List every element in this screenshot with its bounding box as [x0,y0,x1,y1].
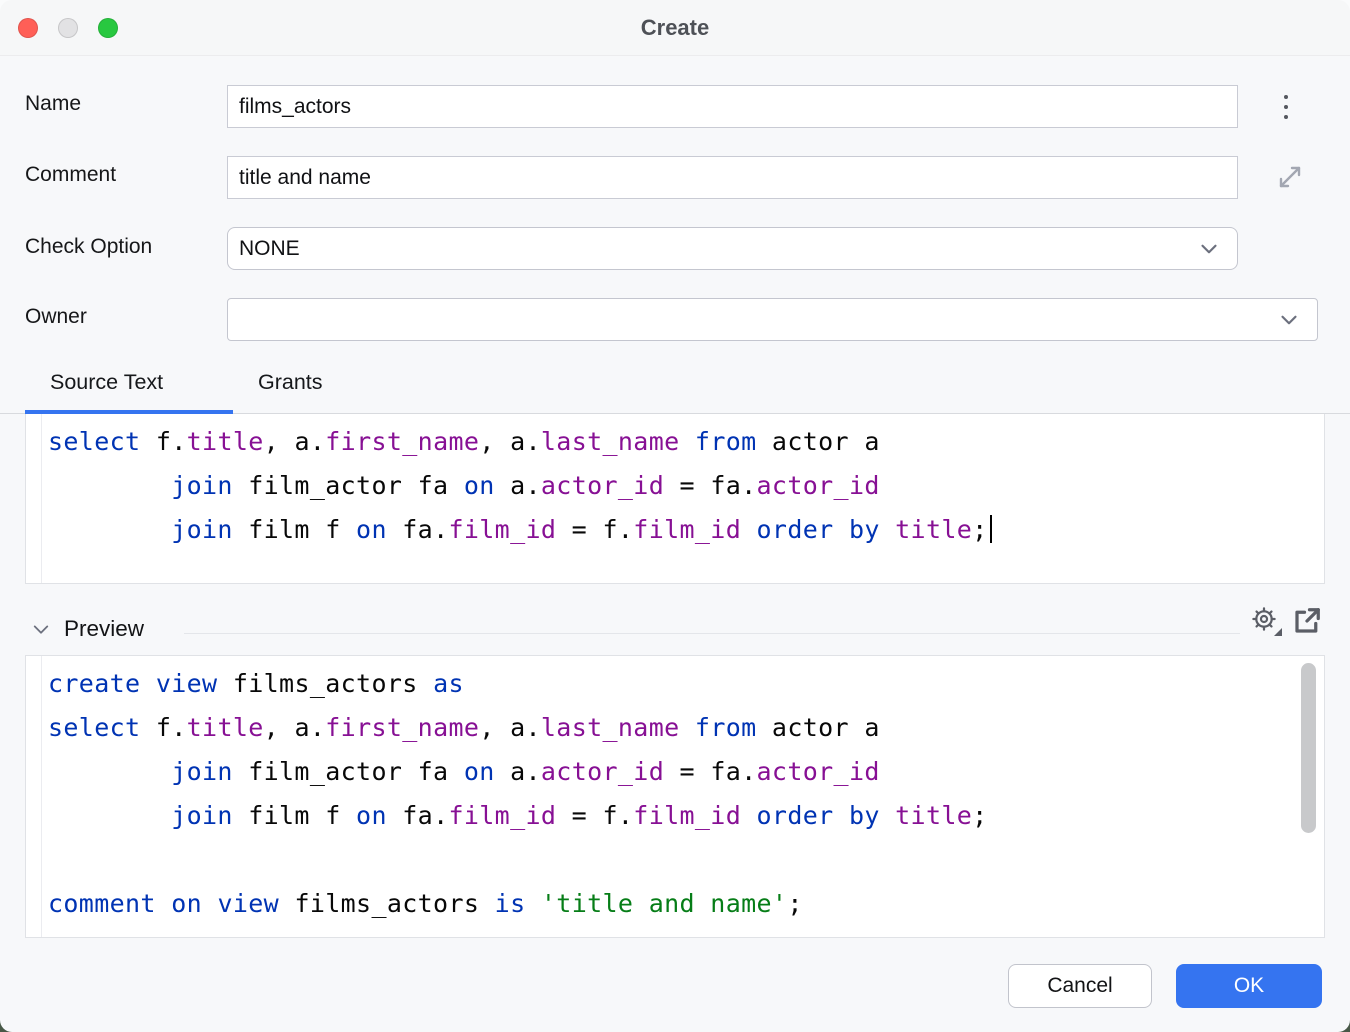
editor-gutter [26,414,42,583]
name-input[interactable]: films_actors [227,85,1238,128]
comment-input[interactable]: title and name [227,156,1238,199]
comment-label: Comment [25,163,117,186]
cancel-button[interactable]: Cancel [1008,964,1152,1008]
tabs-divider [0,413,1350,414]
active-tab-underline [25,410,233,414]
check-option-select[interactable]: NONE [227,227,1238,270]
tab-source-text[interactable]: Source Text [50,370,164,394]
close-window-icon[interactable] [18,18,38,38]
name-input-value: films_actors [239,94,352,118]
preview-scrollbar-thumb[interactable] [1301,663,1316,833]
check-option-value: NONE [239,236,300,260]
check-option-chevron-down-icon [1196,236,1222,262]
preview-title: Preview [64,616,145,641]
preview-divider [184,633,1240,634]
comment-input-value: title and name [239,165,371,189]
owner-label: Owner [25,305,87,328]
check-option-label: Check Option [25,235,153,258]
tab-grants[interactable]: Grants [258,370,323,394]
owner-select[interactable] [227,298,1318,341]
minimize-window-icon [58,18,78,38]
open-in-new-window-icon[interactable] [1292,606,1322,636]
kebab-menu-icon[interactable] [1272,90,1300,124]
name-label: Name [25,92,82,115]
zoom-window-icon[interactable] [98,18,118,38]
preview-gutter [26,656,42,937]
source-text-editor[interactable]: select f.title, a.first_name, a.last_nam… [25,414,1325,584]
window-title: Create [640,15,710,40]
preview-collapse-chevron-icon[interactable] [30,621,52,639]
ok-button[interactable]: OK [1176,964,1322,1008]
owner-chevron-down-icon [1276,307,1302,333]
gear-dropdown-triangle [1274,628,1282,636]
source-code: select f.title, a.first_name, a.last_nam… [48,420,1304,583]
preview-settings-gear-icon[interactable] [1250,605,1282,637]
expand-comment-icon[interactable] [1274,161,1306,193]
titlebar: Create [0,0,1350,56]
